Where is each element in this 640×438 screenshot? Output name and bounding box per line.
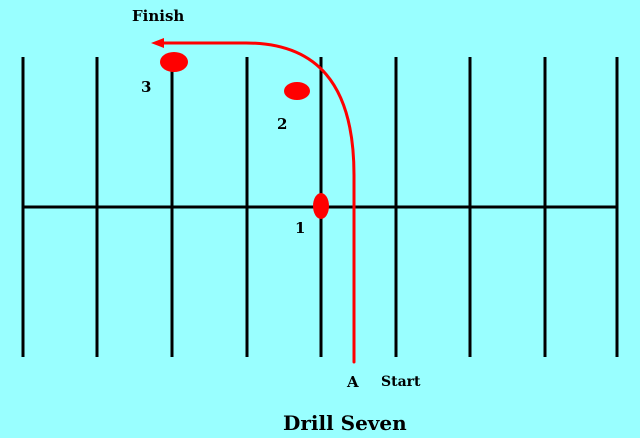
marker-3-label: 3 [141,78,152,96]
marker-1-label: 1 [295,219,306,237]
finish-label: Finish [132,7,185,25]
route-path [154,41,356,364]
marker-1 [313,193,329,219]
marker-2-label: 2 [277,115,288,133]
arrowhead-icon [151,38,164,48]
marker-2 [284,82,310,100]
start-label: Start [381,374,421,390]
diagram-title: Drill Seven [283,411,407,435]
marker-3 [160,52,188,72]
drill-path [151,38,356,364]
cone-markers [160,52,329,219]
point-a-label: A [347,373,359,391]
